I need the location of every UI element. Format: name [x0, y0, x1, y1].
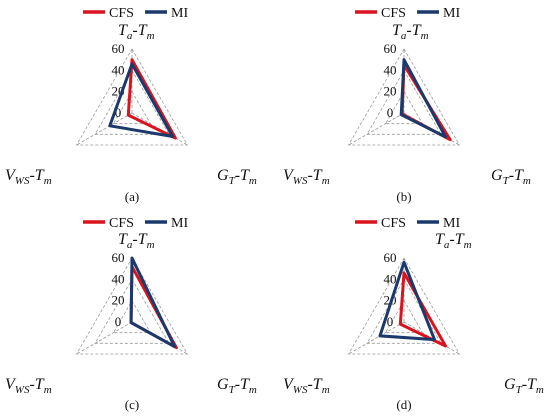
tick-label: 40 [112, 62, 125, 77]
axis-label-top: Ta-Tm [435, 231, 472, 251]
tick-label: 60 [384, 41, 397, 56]
tick-label: 0 [115, 105, 122, 120]
tick-label: 40 [384, 271, 397, 286]
axis-spoke [348, 112, 405, 146]
tick-label: 20 [112, 293, 125, 308]
series-mi-polygon [108, 62, 175, 138]
tick-label: 0 [115, 314, 122, 329]
axis-label-right: GT-Tm [491, 167, 531, 187]
tick-label: 20 [384, 84, 397, 99]
legend: CFS MI [355, 6, 460, 21]
panel-label: (d) [396, 397, 411, 412]
panel-label: (b) [396, 189, 411, 204]
tick-label: 40 [112, 271, 125, 286]
axis-label-left: VWS-Tm [5, 167, 52, 187]
series-cfs-polygon [126, 58, 177, 140]
grid-ring-60 [75, 48, 189, 146]
axis-spoke [348, 321, 405, 355]
axis-label-right: GT-Tm [504, 376, 544, 396]
legend-label-mi: MI [171, 6, 188, 21]
legend-label-cfs: CFS [109, 216, 134, 231]
panel-label: (c) [125, 397, 139, 412]
grid-ring-20 [384, 299, 424, 334]
grid-ring-40 [94, 69, 170, 135]
legend: CFS MI [83, 6, 188, 21]
legend-label-mi: MI [171, 216, 188, 231]
grid-ring-20 [112, 299, 152, 334]
legend-label-mi: MI [443, 216, 460, 231]
axis-label-left: VWS-Tm [283, 376, 330, 396]
tick-label: 0 [387, 314, 394, 329]
tick-label: 60 [384, 250, 397, 265]
tick-label: 0 [387, 105, 394, 120]
series-cfs-polygon [398, 271, 448, 348]
tick-label: 40 [384, 62, 397, 77]
legend-label-mi: MI [443, 6, 460, 21]
axis-label-right: GT-Tm [217, 167, 257, 187]
grid-ring-60 [347, 48, 461, 146]
legend-label-cfs: CFS [109, 6, 134, 21]
axis-label-right: GT-Tm [217, 376, 257, 396]
series-mi-polygon [399, 58, 448, 139]
grid-ring-20 [112, 90, 152, 125]
series-mi-polygon [378, 260, 436, 342]
grid-ring-60 [347, 257, 461, 355]
panel-label: (a) [125, 189, 139, 204]
grid-ring-60 [75, 257, 189, 355]
grid-ring-40 [94, 278, 170, 344]
grid-ring-40 [366, 69, 442, 135]
axis-label-top: Ta-Tm [392, 22, 429, 42]
axis-label-left: VWS-Tm [5, 376, 52, 396]
axis-label-top: Ta-Tm [118, 22, 155, 42]
tick-label: 60 [112, 41, 125, 56]
axis-label-left: VWS-Tm [283, 167, 330, 187]
tick-label: 60 [112, 250, 125, 265]
legend-label-cfs: CFS [381, 6, 406, 21]
legend: CFS MI [83, 216, 188, 231]
axis-spoke [76, 321, 133, 355]
series-mi-polygon [129, 256, 176, 349]
grid-ring-20 [384, 90, 424, 125]
legend: CFS MI [355, 216, 460, 231]
axis-spoke [76, 112, 133, 146]
axis-label-top: Ta-Tm [118, 231, 155, 251]
legend-label-cfs: CFS [381, 216, 406, 231]
